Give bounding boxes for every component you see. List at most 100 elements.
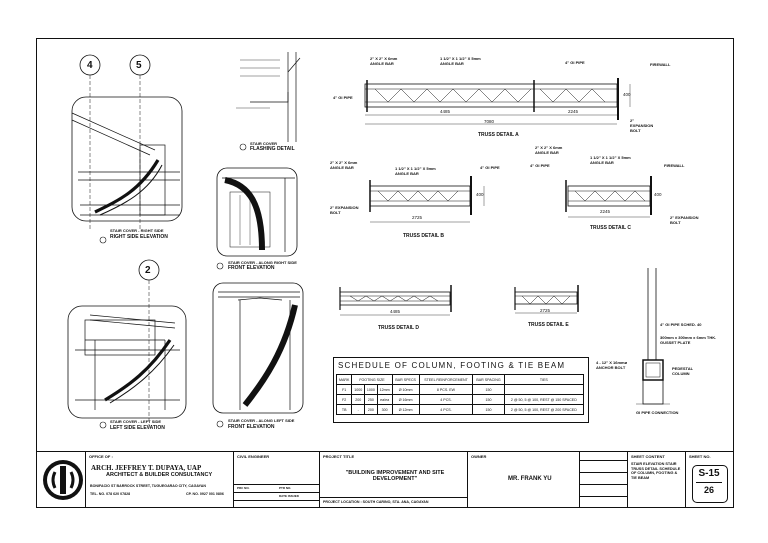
schedule-cell: 150	[472, 404, 505, 415]
truss-b-note-3: 4" GI PIPE	[480, 165, 500, 170]
pipe-connection-drawing	[636, 268, 670, 405]
left-side-title: LEFT SIDE ELEVATION	[110, 425, 165, 431]
schedule-cell: 2 @ 50, 5 @ 100, REST @ 200 SPACED	[503, 404, 585, 415]
right-side-caption: STAIR COVER - RIGHT SIDE	[110, 228, 164, 233]
pipe-title: GI PIPE CONNECTION	[636, 410, 679, 415]
schedule-header: BAR SPECS	[391, 374, 420, 385]
truss-e-drawing	[514, 285, 579, 314]
pipe-note-2: 300mm x 300mm x 6mm THK. GUSSET PLATE	[660, 335, 717, 345]
civil-engineer-label: CIVIL ENGINEER	[237, 454, 270, 459]
front-left-title: FRONT ELEVATION	[228, 424, 275, 430]
right-side-elevation-frame	[71, 96, 183, 222]
firm-logo	[43, 460, 83, 500]
schedule-cell: F2	[335, 394, 353, 405]
sheet-total: 26	[703, 485, 714, 495]
schedule-header: MARK	[335, 374, 353, 385]
project-title: "BUILDING IMPROVEMENT AND SITE DEVELOPME…	[345, 470, 445, 482]
ptr-label: PTR NO.	[279, 486, 292, 490]
truss-d-drawing	[339, 285, 452, 316]
truss-a-note-6: 2" EXPANSION BOLT	[630, 118, 654, 133]
schedule-header: BAR SPACING	[472, 374, 505, 385]
schedule-row: F1 1000 1000 12mm Ø 10mm 8 PCS. EW 150	[335, 384, 585, 395]
truss-c-note-2: 1 1/2" X 1 1/2" X 5mm ANGLE BAR	[590, 155, 631, 165]
schedule-row: TB - 200 300 Ø 12mm 4 PCS. 150 2 @ 50, 5…	[335, 404, 585, 415]
firm-cp: CP. NO. 0927 001 0806	[186, 492, 224, 496]
front-elevation-right-drawing	[222, 177, 295, 252]
truss-a-note-3: 4" GI PIPE	[333, 95, 353, 100]
truss-a-note-4: 4" GI PIPE	[565, 60, 585, 65]
truss-a-note-5: FIREWALL	[650, 62, 671, 67]
grid-label-4: 4	[87, 60, 93, 71]
schedule-cell: 1000	[351, 384, 366, 395]
firm-tel: TEL. NO. 078 620 07828	[90, 492, 131, 496]
sheet-no: S-15	[698, 468, 720, 479]
truss-d-title: TRUSS DETAIL D	[378, 325, 419, 331]
office-label: OFFICE OF :	[89, 454, 113, 459]
truss-b-note-4: 2" EXPANSION BOLT	[330, 205, 359, 215]
truss-e-title: TRUSS DETAIL E	[528, 322, 569, 328]
pipe-note-4: 4 - 12" X 16mmø ANCHOR BOLT	[596, 360, 628, 370]
truss-a-drawing	[364, 78, 631, 125]
truss-b-title: TRUSS DETAIL B	[403, 233, 444, 239]
project-title-label: PROJECT TITLE	[323, 454, 355, 459]
schedule-cell: Ø 12mm	[391, 404, 420, 415]
left-side-elevation-drawing	[75, 314, 180, 410]
schedule-cell: 2 @ 50, 5 @ 100, REST @ 150 SPACED	[503, 394, 585, 405]
front-elevation-left-frame	[212, 282, 304, 414]
sheet-no-label: SHEET NO.	[689, 454, 711, 459]
sheet-no-cell: SHEET NO. S-15 26	[685, 452, 733, 508]
front-right-title: FRONT ELEVATION	[228, 265, 275, 271]
grid-label-5: 5	[136, 60, 142, 71]
schedule-cell: 12mm	[376, 384, 393, 395]
truss-c-drawing	[565, 176, 652, 218]
sheet-no-box	[692, 465, 728, 503]
truss-a-dim-left: 4485	[440, 109, 451, 114]
schedule-cell	[503, 384, 585, 395]
truss-b-height: 400	[476, 192, 484, 197]
schedule-row: F2 200 250 ea/ea Ø 16mm 4 PCS. 150 2 @ 5…	[335, 394, 585, 405]
sheet-content-cell: SHEET CONTENT STAIR ELEVATION STAIR TRUS…	[627, 452, 685, 508]
firm-address: BONIFACIO ST BARROCK STREET, TUGUEGARAO …	[90, 484, 206, 488]
truss-c-note-1: 2" X 2" X 6mm ANGLE BAR	[535, 145, 563, 155]
truss-a-note-2: 1 1/2" X 1 1/2" X 5mm ANGLE BAR	[440, 56, 481, 66]
truss-a-height: 400	[623, 92, 631, 97]
pipe-note-3: PEDESTAL COLUMN	[672, 366, 693, 376]
schedule-cell: Ø 10mm	[391, 384, 420, 395]
architect-name: ARCH. JEFFREY T. DUPAYA, UAP	[91, 464, 202, 472]
schedule-cell: F1	[335, 384, 353, 395]
truss-c-note-3: 4" GI PIPE	[530, 163, 550, 168]
schedule-table: MARK FOOTING SIZE BAR SPECS STEEL REINFO…	[335, 374, 585, 415]
pipe-note-1: 4" GI PIPE SCHED. 40	[660, 322, 702, 327]
truss-b-drawing	[369, 176, 485, 223]
truss-a-title: TRUSS DETAIL A	[478, 132, 519, 138]
truss-c-note-5: 2" EXPANSION BOLT	[670, 215, 699, 225]
schedule-cell: Ø 16mm	[391, 394, 420, 405]
truss-c-height: 400	[654, 192, 662, 197]
project-title-cell: PROJECT TITLE "BUILDING IMPROVEMENT AND …	[319, 452, 468, 508]
grid-label-2: 2	[145, 265, 151, 276]
owner-label: OWNER	[471, 454, 487, 459]
date-label: DATE ISSUED	[279, 494, 299, 498]
title-block: OFFICE OF : ARCH. JEFFREY T. DUPAYA, UAP…	[37, 451, 733, 508]
front-right-caption: STAIR COVER - ALONG RIGHT SIDE	[228, 260, 297, 265]
owner-name: MR. FRANK YU	[508, 476, 552, 482]
flashing-detail-drawing	[236, 52, 301, 142]
schedule-title: SCHEDULE OF COLUMN, FOOTING & TIE BEAM	[338, 361, 566, 370]
schedule-header: STEEL REINFORCEMENT	[418, 374, 474, 385]
owner-cell: OWNER MR. FRANK YU	[467, 452, 579, 508]
schedule-cell: 200	[351, 394, 366, 405]
front-elevation-left-drawing	[218, 291, 300, 410]
prc-label: PRC NO.	[237, 486, 250, 490]
schedule-cell: TB	[335, 404, 353, 415]
truss-a-dim-right: 2245	[568, 109, 579, 114]
truss-b-note-1: 2" X 2" X 6mm ANGLE BAR	[330, 160, 358, 170]
left-side-elevation-frame	[67, 305, 187, 419]
schedule-header-row: MARK FOOTING SIZE BAR SPECS STEEL REINFO…	[335, 374, 585, 385]
truss-e-dim: 2725	[540, 308, 551, 313]
schedule-cell: 4 PCS.	[418, 394, 474, 405]
schedule-cell: -	[351, 404, 366, 415]
schedule-cell: 4 PCS.	[418, 404, 474, 415]
firm-name: ARCHITECT & BUILDER CONSULTANCY	[106, 472, 213, 478]
truss-b-note-2: 1 1/2" X 1 1/2" X 5mm ANGLE BAR	[395, 166, 436, 176]
